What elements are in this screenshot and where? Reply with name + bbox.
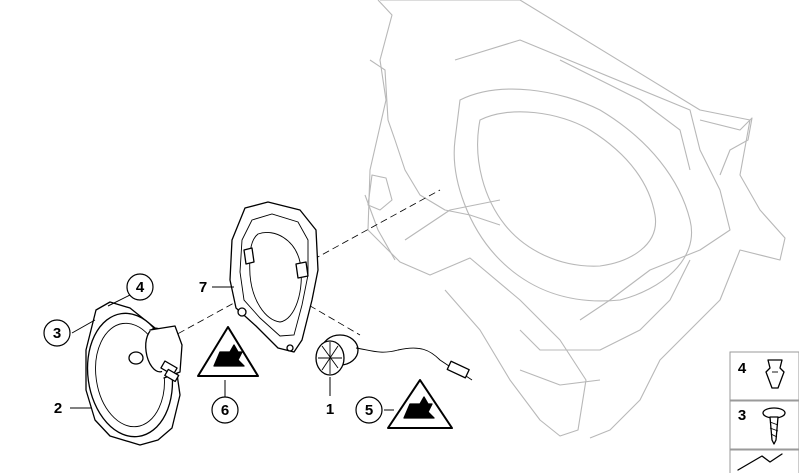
door-panel-ghost xyxy=(364,0,786,439)
callout-6: 6 xyxy=(211,396,239,424)
callout-2-label: 2 xyxy=(54,400,62,417)
tweeter xyxy=(315,334,473,381)
clip-nut-icon xyxy=(765,359,785,389)
legend-box-3 xyxy=(729,400,799,450)
callout-4-label: 4 xyxy=(136,279,145,296)
legend-item-4-label: 4 xyxy=(738,360,747,377)
callout-7-label: 7 xyxy=(199,279,207,296)
arrow-icon xyxy=(737,453,783,471)
callout-6-label: 6 xyxy=(221,402,229,419)
legend-box-4 xyxy=(729,351,799,401)
warning-label-6 xyxy=(197,326,259,377)
speaker-holder xyxy=(229,201,319,353)
legend-panel: 4 3 xyxy=(729,351,799,473)
callout-1-label: 1 xyxy=(326,401,334,418)
legend-box-arrow xyxy=(729,449,799,473)
warning-label-5 xyxy=(387,379,453,429)
legend-item-3-label: 3 xyxy=(738,407,746,424)
loudspeaker xyxy=(85,301,183,446)
leader-lines xyxy=(70,286,394,411)
callout-5: 5 xyxy=(355,396,383,424)
callout-3: 3 xyxy=(43,319,71,347)
callout-4: 4 xyxy=(126,273,154,301)
callout-5-label: 5 xyxy=(365,402,373,419)
callout-3-label: 3 xyxy=(53,325,61,342)
